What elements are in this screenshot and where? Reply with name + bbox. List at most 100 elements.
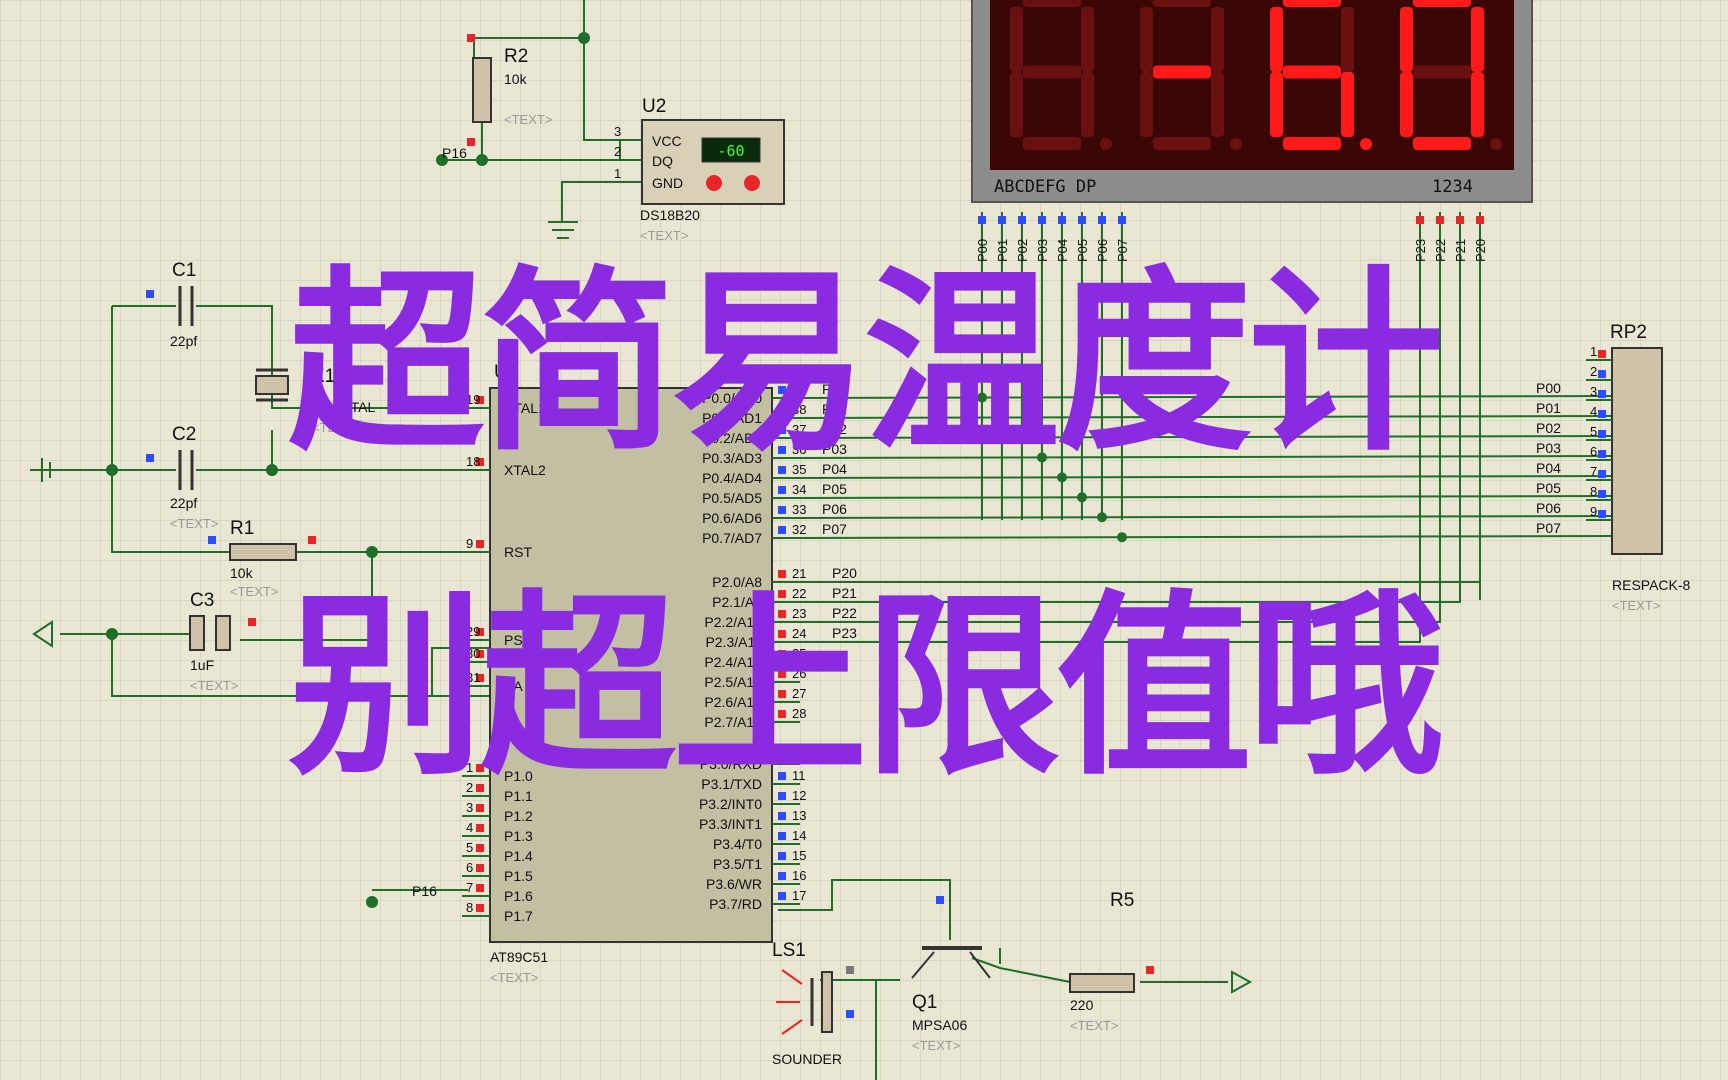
x1-value: CRYSTAL — [312, 399, 375, 415]
pin-marker — [1598, 370, 1606, 378]
ls1-part: SOUNDER — [772, 1051, 842, 1067]
c3-ref: C3 — [190, 590, 214, 611]
svg-text:3: 3 — [614, 124, 621, 139]
segment — [1140, 72, 1153, 137]
pin-marker — [978, 216, 986, 224]
pin-label: P2.1/A9 — [712, 594, 762, 610]
digit-net-label: P23 — [1413, 239, 1428, 262]
u2-button-down-icon[interactable] — [706, 175, 722, 191]
pin-label: P2.7/A15 — [704, 714, 762, 730]
capacitor-c2[interactable]: C2 22pf <TEXT> — [146, 424, 218, 531]
u2-text: <TEXT> — [640, 228, 688, 243]
svg-text:1: 1 — [614, 166, 621, 181]
pin-marker — [778, 570, 786, 578]
rp2-pin-number: 2 — [1590, 364, 1597, 379]
capacitor-c1[interactable]: C1 22pf — [146, 260, 197, 349]
pin-number: 33 — [792, 502, 806, 517]
pin-number: 25 — [792, 646, 806, 661]
rp2-net-label: P07 — [1536, 520, 1561, 536]
resistor-pack-rp2[interactable]: RP2 RESPACK-8 <TEXT> — [1610, 322, 1691, 613]
u2-button-up-icon[interactable] — [744, 175, 760, 191]
resistor-r2[interactable]: R2 10k <TEXT> P16 — [442, 34, 552, 161]
c2-value: 22pf — [170, 495, 197, 511]
segment — [1010, 72, 1023, 137]
capacitor-c3[interactable]: C3 1uF <TEXT> — [189, 590, 256, 693]
pin-number: 21 — [792, 566, 806, 581]
p16-net-label: P16 — [412, 883, 437, 899]
transistor-q1[interactable]: Q1 MPSA06 <TEXT> — [911, 896, 991, 1053]
sensor-u2[interactable]: U2 VCC DQ GND 3 2 1 -60 DS18B20 <TEXT> — [614, 96, 785, 243]
pin-label: P3.1/TXD — [701, 776, 762, 792]
rp2-net-label: P04 — [1536, 460, 1561, 476]
rp2-pin-number: 7 — [1590, 464, 1597, 479]
x1-ref: X1 — [312, 366, 335, 387]
u2-pin-gnd: GND — [652, 175, 683, 191]
segment — [1023, 137, 1081, 150]
pin-marker — [778, 590, 786, 598]
segment-pin-labels: ABCDEFG DP — [994, 177, 1096, 197]
segment — [1023, 0, 1081, 7]
segment — [1140, 7, 1153, 72]
pin-label: P1.2 — [504, 808, 533, 824]
pin-number: 26 — [792, 666, 806, 681]
segment-net-label: P04 — [1055, 239, 1070, 262]
rp2-pin-number: 9 — [1590, 504, 1597, 519]
segment — [1153, 137, 1211, 150]
sounder-ls1[interactable]: LS1 SOUNDER — [772, 940, 877, 1080]
pin-marker — [1476, 216, 1484, 224]
crystal-x1[interactable]: X1 CRYSTAL <TEXT> — [255, 366, 375, 435]
c3-value: 1uF — [190, 657, 214, 673]
pin-number: 18 — [466, 454, 480, 469]
junction — [1117, 532, 1127, 543]
c2-text: <TEXT> — [170, 516, 218, 531]
pin-marker — [778, 670, 786, 678]
pin-marker — [778, 832, 786, 840]
pin-label: P0.3/AD3 — [702, 450, 762, 466]
pin-number: 28 — [792, 706, 806, 721]
pin-label: P0.4/AD4 — [702, 470, 762, 486]
pin-label: EA — [504, 678, 523, 694]
pin-label: P3.3/INT1 — [699, 816, 762, 832]
seven-segment-display[interactable]: ABCDEFG DP 1234 — [971, 0, 1533, 203]
q1-text: <TEXT> — [912, 1038, 960, 1053]
pin-number: 13 — [792, 808, 806, 823]
rp2-net-label: P05 — [1536, 480, 1561, 496]
segment — [1081, 72, 1094, 137]
rp2-net-label: P06 — [1536, 500, 1561, 516]
u2-ref: U2 — [642, 96, 666, 117]
pin-label: P2.0/A8 — [712, 574, 762, 590]
u1-text: <TEXT> — [490, 970, 538, 985]
digit-bus-wire — [800, 600, 1441, 623]
pin-marker — [778, 710, 786, 718]
pin-label: P1.0 — [504, 768, 533, 784]
segment-net-label: P03 — [1035, 239, 1050, 262]
u2-pin-dq: DQ — [652, 153, 673, 169]
segment-net-label: P00 — [975, 239, 990, 262]
pin-marker — [1598, 410, 1606, 418]
segment — [1153, 65, 1211, 79]
rp2-pin-number: 4 — [1590, 404, 1597, 419]
pin-label: P2.5/A13 — [704, 674, 762, 690]
mcu-u1[interactable]: U1 AT89C51 <TEXT> — [489, 362, 773, 985]
segment — [1211, 72, 1224, 137]
q1-part: MPSA06 — [912, 1017, 967, 1033]
pin-marker — [476, 540, 484, 548]
decimal-point — [1100, 138, 1112, 150]
rp2-net-label: P03 — [1536, 440, 1561, 456]
pin-marker — [778, 630, 786, 638]
bus-wire — [799, 495, 1613, 499]
resistor-r5[interactable]: R5 220 <TEXT> — [1069, 890, 1253, 1033]
pin-number: 4 — [466, 820, 473, 835]
pin-number: 6 — [466, 860, 473, 875]
c1-value: 22pf — [170, 333, 197, 349]
u1-left-pins: 19XTAL118XTAL29RST29PSEN30ALE31EA1P1.02P… — [462, 392, 546, 924]
resistor-r1[interactable]: R1 10k <TEXT> — [208, 518, 316, 599]
digit-bus-net-label: P22 — [832, 605, 857, 621]
r2-ref: R2 — [504, 46, 528, 67]
pin-marker — [1018, 216, 1026, 224]
pin-number: 35 — [792, 462, 806, 477]
pin-label: P3.4/T0 — [713, 836, 762, 852]
bus-wire — [799, 535, 1613, 539]
digit-net-label: P22 — [1433, 239, 1448, 262]
